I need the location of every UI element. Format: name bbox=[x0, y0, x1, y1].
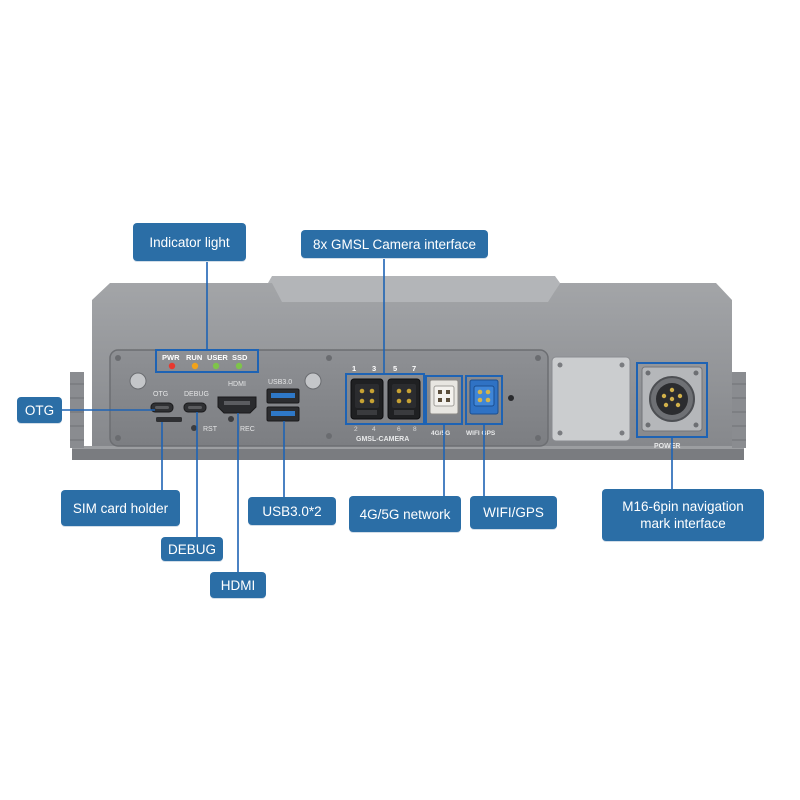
callout-debug: DEBUG bbox=[161, 537, 223, 561]
port-label-usb30: USB3.0 bbox=[268, 379, 292, 386]
led-label-ssd: SSD bbox=[232, 353, 248, 362]
cam-num-6: 6 bbox=[397, 426, 401, 433]
rst-button[interactable] bbox=[191, 425, 197, 431]
led-pwr bbox=[168, 362, 176, 370]
port-label-otg: OTG bbox=[153, 391, 168, 398]
sim-card-slot[interactable] bbox=[156, 417, 182, 422]
port-label-debug: DEBUG bbox=[184, 391, 209, 398]
rec-button[interactable] bbox=[228, 416, 234, 422]
callout-indicator-light: Indicator light bbox=[133, 223, 246, 261]
cam-num-5: 5 bbox=[393, 364, 397, 373]
button-label-rst: RST bbox=[203, 426, 218, 433]
port-label-hdmi: HDMI bbox=[228, 381, 246, 388]
callout-otg: OTG bbox=[17, 397, 62, 423]
leader-lines bbox=[62, 258, 673, 572]
callout-usb30: USB3.0*2 bbox=[248, 497, 336, 525]
right-side-fins bbox=[732, 372, 746, 448]
cam-num-2: 2 bbox=[354, 426, 358, 433]
m16-power-connector[interactable] bbox=[641, 366, 703, 432]
gmsl-highlight-box bbox=[345, 373, 425, 425]
callout-m16-navigation: M16-6pin navigation mark interface bbox=[602, 489, 764, 541]
wifi-gps-connector[interactable] bbox=[469, 379, 499, 415]
power-label: POWER bbox=[654, 443, 680, 450]
gmsl-connector-1-2[interactable] bbox=[350, 378, 384, 420]
led-label-run: RUN bbox=[186, 353, 202, 362]
device-top-rib bbox=[268, 276, 560, 303]
cam-num-8: 8 bbox=[413, 426, 417, 433]
device-base-rail bbox=[72, 448, 744, 460]
button-label-rec: REC bbox=[240, 426, 255, 433]
port-label-wifi-gps: WIFI GPS bbox=[466, 430, 496, 437]
port-label-4g5g: 4G/5G bbox=[431, 430, 450, 437]
cam-num-4: 4 bbox=[372, 426, 376, 433]
led-user bbox=[212, 362, 220, 370]
cam-num-7: 7 bbox=[412, 364, 416, 373]
callout-wifi-gps: WIFI/GPS bbox=[470, 496, 557, 529]
thumbscrew-left bbox=[129, 372, 147, 390]
callout-4g5g-network: 4G/5G network bbox=[349, 496, 461, 532]
led-label-pwr: PWR bbox=[162, 353, 180, 362]
callout-hdmi: HDMI bbox=[210, 572, 266, 598]
callout-sim-card-holder: SIM card holder bbox=[61, 490, 180, 526]
front-panel bbox=[109, 349, 549, 447]
led-ssd bbox=[235, 362, 243, 370]
gmsl-camera-label: GMSL-CAMERA bbox=[356, 436, 409, 443]
cam-num-1: 1 bbox=[352, 364, 356, 373]
thumbscrew-right bbox=[304, 372, 322, 390]
led-run bbox=[191, 362, 199, 370]
cam-num-3: 3 bbox=[372, 364, 376, 373]
gmsl-connector-5-6[interactable] bbox=[387, 378, 421, 420]
network-4g5g-connector[interactable] bbox=[429, 379, 459, 415]
callout-gmsl-camera: 8x GMSL Camera interface bbox=[301, 230, 488, 258]
led-label-user: USER bbox=[207, 353, 228, 362]
blank-cover-plate bbox=[551, 356, 631, 442]
